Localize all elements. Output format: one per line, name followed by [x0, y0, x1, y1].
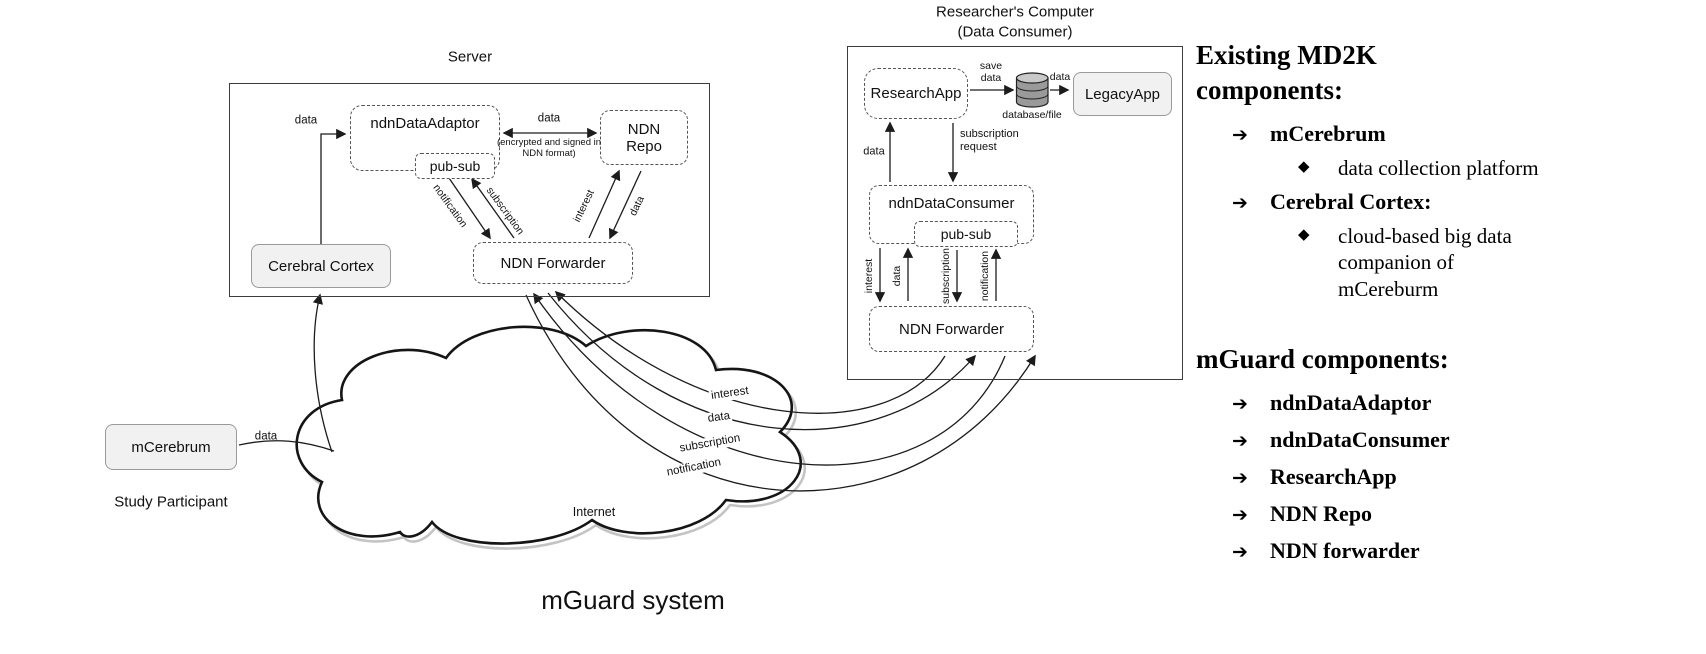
legend-sub-data-collection: ◆ data collection platform [1196, 155, 1686, 181]
edge-label-consumer-interest: interest [862, 258, 875, 294]
researcher-box [847, 46, 1183, 380]
ndn-data-consumer-label: ndnDataConsumer [888, 195, 1015, 212]
research-app-box: ResearchApp [864, 68, 968, 119]
legend-item-ndnrepo-label: NDN Repo [1270, 500, 1373, 526]
legend-item-ndnforwarder-label: NDN forwarder [1270, 537, 1420, 563]
legend-sub-data-collection-text: data collection platform [1338, 156, 1539, 181]
flow-interest-curve [554, 290, 946, 414]
server-ndn-forwarder-label: NDN Forwarder [500, 254, 606, 272]
researcher-title-line1: Researcher's Computer [936, 3, 1094, 21]
legend-item-ndnforwarder: ➔ NDN forwarder [1196, 535, 1686, 567]
legend-item-mcerebrum-label: mCerebrum [1270, 121, 1386, 147]
edge-pubsub-subscription [471, 177, 515, 239]
consumer-pub-sub-box: pub-sub [914, 221, 1018, 247]
legend-item-cerebral-cortex: ➔ Cerebral Cortex: [1196, 186, 1686, 218]
cerebral-cortex-label: Cerebral Cortex [268, 257, 374, 275]
legend-panel: Existing MD2K components: ➔ mCerebrum ◆ … [1196, 38, 1686, 572]
mcerebrum-label: mCerebrum [131, 438, 211, 456]
server-pub-sub-label: pub-sub [429, 158, 481, 174]
internet-cloud-shape [295, 325, 802, 545]
edge-label-save-data: save data [979, 59, 1003, 84]
internet-label: Internet [572, 504, 616, 519]
database-file-label: database/file [1002, 108, 1062, 121]
diagram-title: mGuard system [541, 585, 725, 616]
consumer-pub-sub-label: pub-sub [940, 226, 992, 242]
edge-pubsub-notification [448, 177, 491, 240]
flow-data-curve [547, 292, 977, 431]
edge-cortex-to-adaptor [320, 128, 347, 244]
research-app-label: ResearchApp [870, 85, 962, 102]
flow-subscription-curve [533, 292, 1006, 466]
legacy-app-label: LegacyApp [1084, 85, 1161, 103]
edge-label-consumer-data: data [890, 265, 903, 287]
edge-repo-interest [588, 169, 621, 239]
ndn-repo-box: NDN Repo [600, 110, 688, 165]
arrow-bullet-icon: ➔ [1232, 430, 1248, 452]
legacy-app-box: LegacyApp [1073, 72, 1172, 116]
ndn-repo-label: NDN Repo [626, 120, 662, 155]
edge-label-consumer-subscription: subscription [939, 247, 952, 305]
legend-item-ndndataconsumer: ➔ ndnDataConsumer [1196, 424, 1686, 456]
arrow-bullet-icon: ➔ [1232, 504, 1248, 526]
edge-mcerebrum-to-cloud [238, 440, 335, 452]
legend-item-ndnrepo: ➔ NDN Repo [1196, 498, 1686, 530]
legend-sub-cloud-companion: ◆ cloud-based big data companion of mCer… [1196, 223, 1686, 302]
server-pub-sub-box: pub-sub [415, 153, 495, 179]
server-box [229, 83, 710, 297]
server-title: Server [447, 48, 493, 66]
edge-repo-data-down [608, 170, 642, 240]
legend-item-researchapp-label: ResearchApp [1270, 463, 1397, 489]
arrow-bullet-icon: ➔ [1232, 467, 1248, 489]
mcerebrum-box: mCerebrum [105, 424, 237, 470]
ndn-data-adaptor-label: ndnDataAdaptor [370, 115, 480, 132]
diamond-bullet-icon: ◆ [1298, 159, 1310, 176]
ndn-data-adaptor-box: ndnDataAdaptor pub-sub [350, 105, 500, 179]
flow-notification-curve [525, 294, 1036, 492]
ndn-data-consumer-box: ndnDataConsumer pub-sub [869, 185, 1034, 247]
edge-label-data-in: data [294, 114, 318, 127]
cerebral-cortex-box: Cerebral Cortex [251, 244, 391, 288]
diamond-bullet-icon: ◆ [1298, 227, 1310, 244]
edge-cloud-to-cortex [312, 293, 333, 453]
edge-label-db-data: data [1049, 70, 1071, 83]
legend-item-mcerebrum: ➔ mCerebrum [1196, 118, 1686, 150]
legend-mguard-heading: mGuard components: [1196, 343, 1449, 374]
edge-label-participant-data: data [254, 430, 278, 443]
legend-sub-cloud-companion-text: cloud-based big data companion of mCereb… [1338, 224, 1512, 301]
researcher-ndn-forwarder-label: NDN Forwarder [898, 320, 1004, 338]
server-ndn-forwarder-box: NDN Forwarder [473, 242, 633, 284]
arrow-bullet-icon: ➔ [1232, 125, 1248, 147]
study-participant-caption: Study Participant [114, 493, 228, 511]
edge-label-consumer-notification: notification [978, 250, 991, 302]
legend-item-cerebral-cortex-label: Cerebral Cortex: [1270, 189, 1432, 215]
researcher-title-line2: (Data Consumer) [957, 23, 1073, 41]
edge-label-encrypted-note: (encrypted and signed in NDN format) [496, 137, 602, 159]
legend-item-ndndataconsumer-label: ndnDataConsumer [1270, 426, 1450, 452]
arrow-bullet-icon: ➔ [1232, 193, 1248, 215]
arrow-bullet-icon: ➔ [1232, 394, 1248, 416]
legend-item-ndndataadaptor-label: ndnDataAdaptor [1270, 390, 1432, 416]
database-icon [1015, 72, 1049, 108]
legend-existing-heading: Existing MD2K components: [1196, 40, 1377, 106]
legend-item-researchapp: ➔ ResearchApp [1196, 461, 1686, 493]
edge-label-data-up: data [863, 145, 885, 158]
edge-label-subscription-request: subscription request [960, 128, 1019, 154]
researcher-ndn-forwarder-box: NDN Forwarder [869, 306, 1034, 352]
edge-label-data-repo: data [537, 112, 561, 125]
legend-item-ndndataadaptor: ➔ ndnDataAdaptor [1196, 387, 1686, 419]
arrow-bullet-icon: ➔ [1232, 541, 1248, 563]
